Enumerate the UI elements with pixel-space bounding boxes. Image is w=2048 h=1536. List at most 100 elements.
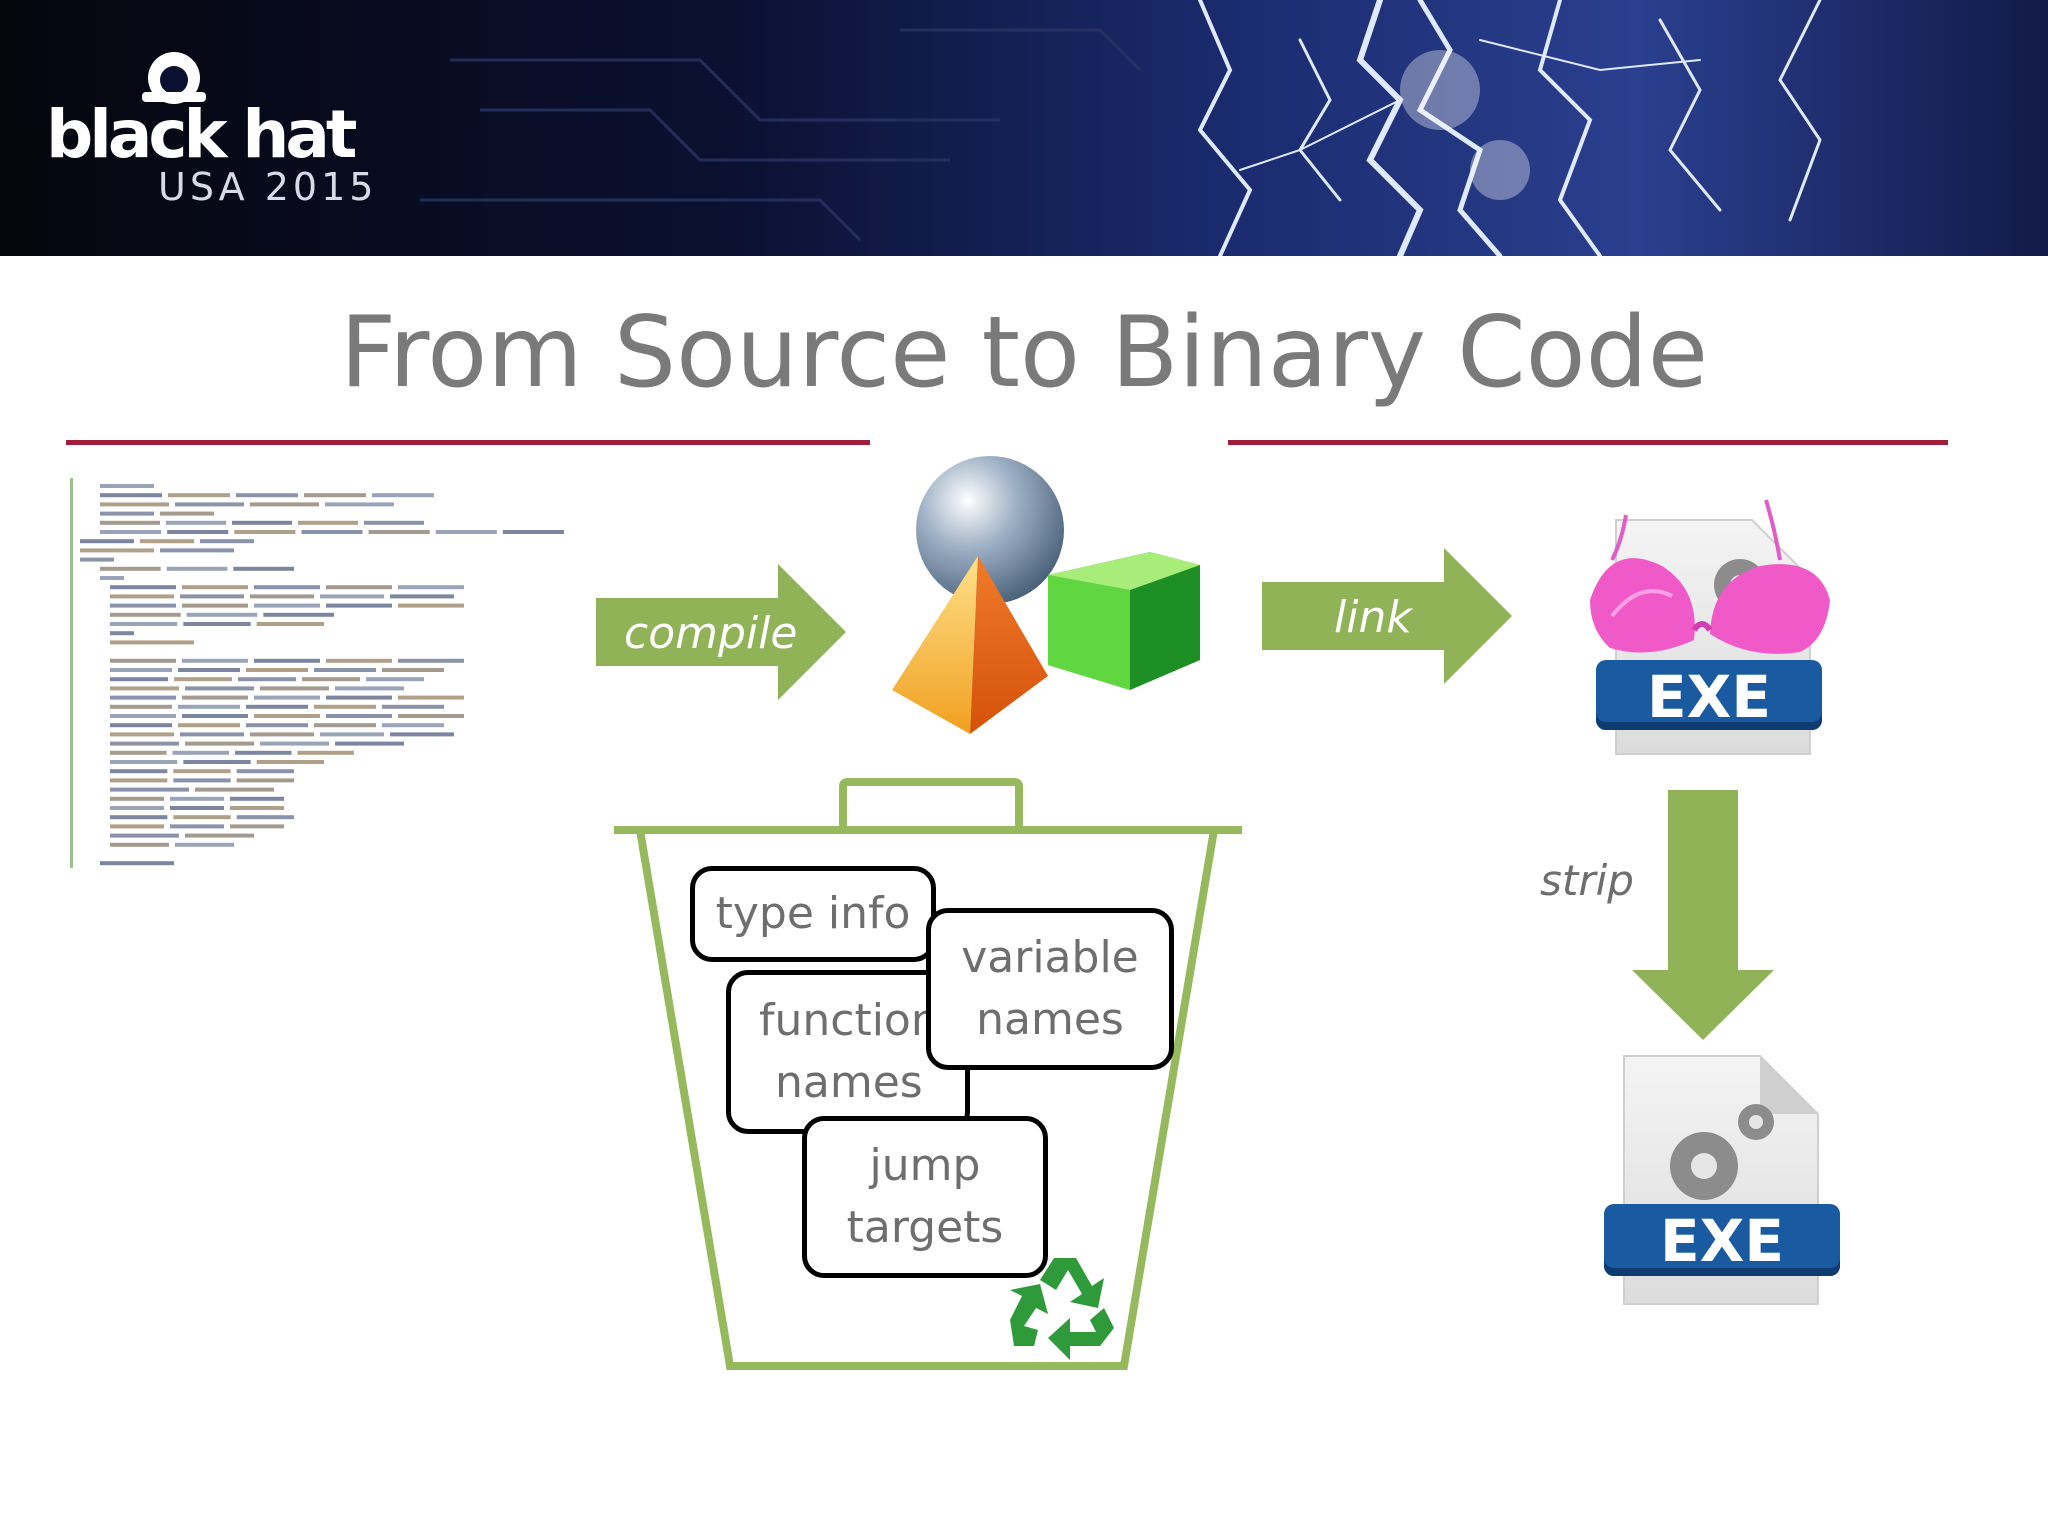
- code-line-segment: [110, 741, 179, 746]
- code-line-segment: [110, 612, 181, 617]
- code-line-segment: [182, 695, 248, 700]
- code-line-segment: [236, 778, 294, 783]
- code-line-segment: [382, 704, 444, 709]
- code-line-segment: [297, 750, 354, 755]
- code-line-segment: [110, 677, 168, 682]
- code-line-segment: [110, 796, 164, 801]
- code-line-segment: [301, 530, 363, 534]
- code-line-segment: [246, 668, 308, 672]
- code-line-segment: [398, 603, 464, 608]
- code-line-segment: [110, 750, 167, 755]
- code-line-segment: [185, 686, 254, 691]
- code-line-segment: [390, 594, 454, 599]
- exe-badge-stripped: EXE: [1604, 1204, 1840, 1276]
- code-line-segment: [335, 686, 404, 691]
- discarded-item-variable-names: variable names: [926, 908, 1174, 1070]
- code-line-segment: [180, 732, 244, 737]
- code-line-segment: [173, 815, 231, 820]
- link-arrow: [1262, 548, 1512, 684]
- code-line-segment: [366, 677, 424, 682]
- code-line-segment: [236, 769, 294, 774]
- code-line-segment: [236, 493, 298, 498]
- logo-word: black hat: [46, 96, 357, 173]
- trash-bin-icon: [614, 778, 1242, 1370]
- code-line-segment: [110, 723, 172, 728]
- code-line-segment: [110, 695, 176, 700]
- discarded-item-type-info: type info: [690, 866, 936, 962]
- code-line-segment: [178, 668, 240, 672]
- code-line-segment: [254, 695, 320, 700]
- logo-subtitle: USA 2015: [158, 165, 378, 209]
- compile-label: compile: [624, 608, 798, 659]
- code-line-segment: [173, 778, 231, 783]
- code-line-segment: [254, 658, 320, 663]
- code-line-segment: [80, 548, 154, 553]
- code-line-segment: [110, 824, 164, 829]
- code-line-segment: [100, 484, 154, 488]
- code-line-segment: [182, 658, 248, 663]
- code-line-segment: [110, 787, 189, 792]
- code-line-segment: [234, 530, 296, 534]
- code-line-segment: [173, 769, 231, 774]
- shapes-icon: [892, 456, 1200, 734]
- code-line-segment: [183, 760, 251, 764]
- code-line-segment: [256, 760, 324, 764]
- code-line-segment: [80, 539, 134, 544]
- code-line-segment: [174, 677, 232, 682]
- code-line-segment: [110, 833, 179, 838]
- code-line-segment: [110, 622, 178, 626]
- code-line-segment: [236, 815, 294, 820]
- code-line-segment: [100, 502, 169, 507]
- code-line-segment: [263, 612, 334, 617]
- code-line-segment: [325, 502, 394, 507]
- code-line-segment: [175, 502, 244, 507]
- code-line-segment: [110, 732, 174, 737]
- code-line-segment: [183, 622, 251, 626]
- code-line-segment: [368, 530, 430, 534]
- code-line-segment: [100, 576, 124, 580]
- code-line-segment: [250, 502, 319, 507]
- code-line-segment: [260, 741, 329, 746]
- code-line-segment: [160, 511, 214, 516]
- code-line-segment: [233, 566, 294, 571]
- code-line-segment: [110, 704, 172, 709]
- code-line-segment: [298, 520, 358, 525]
- code-line-segment: [256, 622, 324, 626]
- code-line-segment: [230, 824, 284, 829]
- code-line-segment: [195, 787, 274, 792]
- code-line-segment: [110, 806, 164, 810]
- code-line-segment: [235, 750, 292, 755]
- code-line-segment: [110, 658, 176, 663]
- code-line-segment: [372, 493, 434, 498]
- compile-arrow: [596, 564, 846, 700]
- code-line-segment: [320, 594, 384, 599]
- strip-label: strip: [1540, 856, 1634, 905]
- code-line-segment: [100, 861, 174, 866]
- code-line-segment: [168, 493, 230, 498]
- code-line-segment: [320, 732, 384, 737]
- code-line-segment: [170, 824, 224, 829]
- code-line-segment: [230, 796, 284, 801]
- code-line-segment: [110, 760, 178, 764]
- code-line-segment: [182, 585, 248, 590]
- code-line-segment: [110, 640, 194, 645]
- code-line-segment: [260, 686, 329, 691]
- code-line-segment: [185, 833, 254, 838]
- strip-arrow: [1632, 790, 1774, 1040]
- code-line-segment: [314, 704, 376, 709]
- code-line-segment: [178, 723, 240, 728]
- code-line-segment: [326, 658, 392, 663]
- code-line-segment: [110, 603, 176, 608]
- code-line-segment: [178, 704, 240, 709]
- title-rule-left: [66, 440, 870, 445]
- code-line-segment: [250, 732, 314, 737]
- recycle-icon: [1010, 1258, 1114, 1360]
- code-line-segment: [172, 750, 229, 755]
- code-line-segment: [110, 714, 176, 718]
- code-line-segment: [110, 631, 134, 636]
- code-line-segment: [100, 520, 160, 525]
- code-line-segment: [302, 677, 360, 682]
- code-line-segment: [100, 493, 162, 498]
- code-line-segment: [238, 677, 296, 682]
- code-line-segment: [398, 695, 464, 700]
